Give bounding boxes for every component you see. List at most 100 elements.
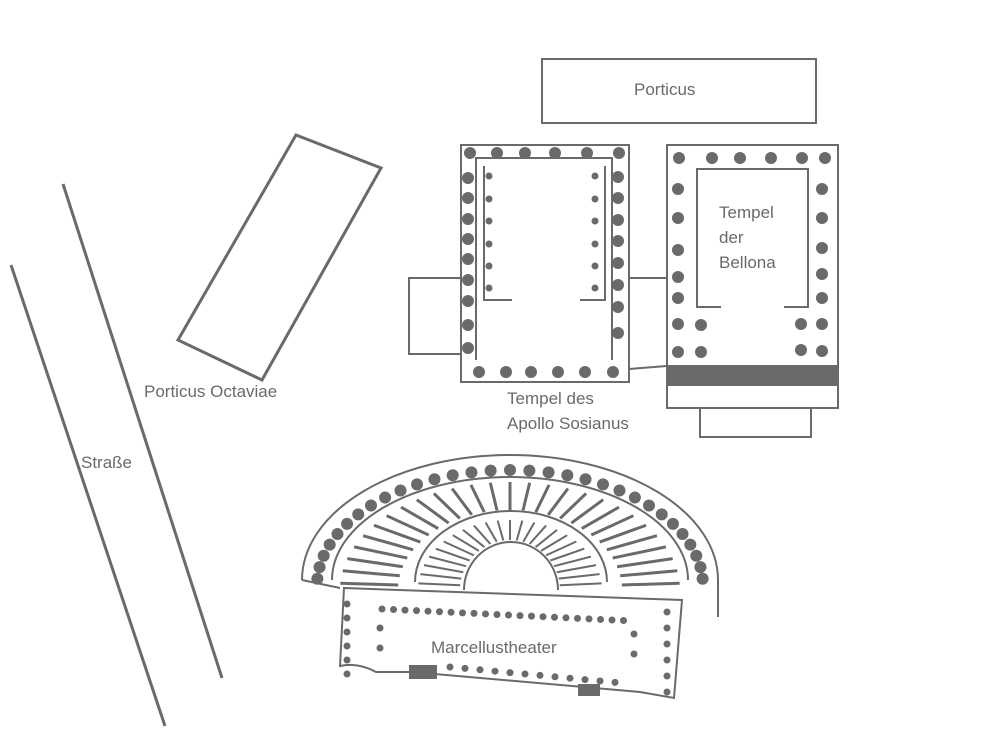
stage-column [376,624,384,632]
radial [553,555,592,568]
column [591,262,599,270]
seating-row [347,557,404,569]
column [819,152,831,164]
column [795,318,807,330]
theater-inner-radials [418,520,602,587]
column [462,233,474,245]
arcade-column [323,538,336,551]
theater-stage-block-left [409,665,437,679]
arcade-column [523,464,536,477]
radial [534,529,558,548]
column [673,152,685,164]
stage-column [630,650,638,658]
seating-row [616,557,673,569]
stage-column [663,688,671,696]
arcade-column [446,469,459,482]
column [672,212,684,224]
seating-row [353,545,408,560]
column [672,244,684,256]
stage-column [630,630,638,638]
stage-column [447,608,455,616]
arcade-column [311,572,324,585]
seating-row [581,505,620,530]
column [695,346,707,358]
temple-apollo-label-line2: Apollo Sosianus [507,414,629,433]
seating-row [521,482,532,511]
stage-column [620,617,627,625]
stage-column [424,607,432,615]
theater-stage-block-right [578,684,600,696]
stage-column [343,656,351,664]
radial [423,564,464,574]
column [591,172,599,180]
temple-apollo-stair [408,277,461,355]
radial [540,534,568,552]
column [734,152,746,164]
seating-row [432,492,461,520]
stage-column [574,614,581,622]
arcade-column [465,466,478,479]
arcade-column [352,508,365,521]
column [462,253,474,265]
radial [556,564,597,574]
seating-row [612,545,667,560]
temple-apollo-columns [462,147,625,378]
street-edge-left [9,264,167,727]
theater-marcellus: Marcellustheater [301,454,719,700]
column [816,345,828,357]
radial [420,573,462,580]
arcade-column [643,499,656,512]
stage-column [516,612,524,620]
radial [559,582,602,587]
stage-column [401,606,409,614]
stage-column [413,607,420,615]
temple-bellona-cella [696,168,809,308]
stage-column [528,612,535,620]
column [462,274,474,286]
arcade-column [428,473,441,486]
column [462,192,474,204]
theater-left-edge [301,579,341,589]
seating-row [373,523,421,544]
seating-row [559,492,588,520]
stage-column [551,613,558,621]
seating-row [415,498,450,525]
stage-column [566,674,574,682]
temple-apollo-connector-bottom [628,365,668,370]
seating-row [450,487,474,516]
arcade-column [696,572,709,585]
arcade-column [331,527,344,540]
stage-column [459,609,466,617]
arcade-column [504,464,516,476]
stage-column [343,642,351,650]
arcade-column [561,469,574,482]
column [473,366,485,378]
theater-stage-columns [343,600,671,696]
column [765,152,777,164]
column [612,235,624,247]
temple-apollo-outline [460,144,630,383]
temple-bellona-label-line1: Tempel [719,203,774,222]
stage-column [482,610,489,618]
arcade-column [676,527,689,540]
column [816,183,828,195]
column [613,147,625,159]
arcade-column [379,491,392,504]
temple-apollo: Tempel des Apollo Sosianus [408,144,668,433]
arcade-column [317,549,330,562]
seating-row [386,514,430,537]
temple-bellona-columns [672,152,831,358]
radial [528,524,547,545]
column [591,284,599,292]
column [525,366,537,378]
stage-column [470,609,478,617]
arcade-column [579,473,592,486]
seating-row [488,482,499,511]
radial [473,524,492,545]
column [612,171,624,183]
column [816,292,828,304]
column [591,195,599,203]
stage-column [562,614,570,622]
seating-row [340,581,399,587]
